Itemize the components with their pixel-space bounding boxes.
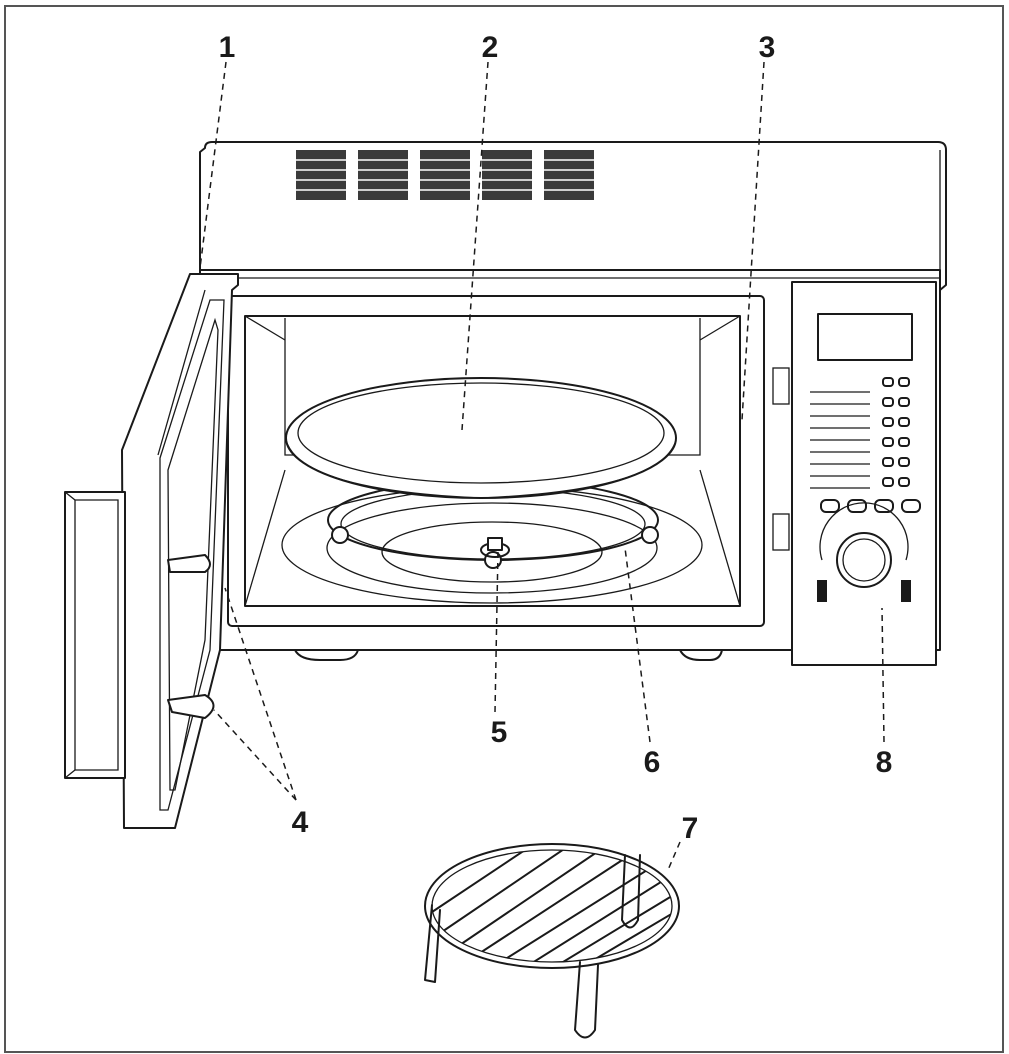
callout-1: 1 bbox=[219, 31, 236, 64]
wire-rack bbox=[424, 843, 680, 1039]
callout-5: 5 bbox=[491, 716, 508, 749]
turntable-shaft bbox=[480, 537, 510, 558]
callouts: 1 2 3 4 5 6 7 8 bbox=[219, 31, 893, 845]
control-panel bbox=[791, 281, 937, 666]
callout-7: 7 bbox=[682, 812, 699, 845]
glass-tray bbox=[285, 377, 677, 499]
control-dial bbox=[817, 502, 911, 602]
callout-8: 8 bbox=[876, 746, 893, 779]
callout-3: 3 bbox=[759, 31, 776, 64]
diagram-border bbox=[4, 5, 1004, 1053]
callout-6: 6 bbox=[644, 746, 661, 779]
display-screen bbox=[817, 313, 913, 361]
vent-grille bbox=[296, 150, 594, 200]
callout-4: 4 bbox=[292, 806, 309, 839]
leader-lines bbox=[199, 61, 885, 871]
door bbox=[64, 273, 239, 829]
callout-2: 2 bbox=[482, 31, 499, 64]
